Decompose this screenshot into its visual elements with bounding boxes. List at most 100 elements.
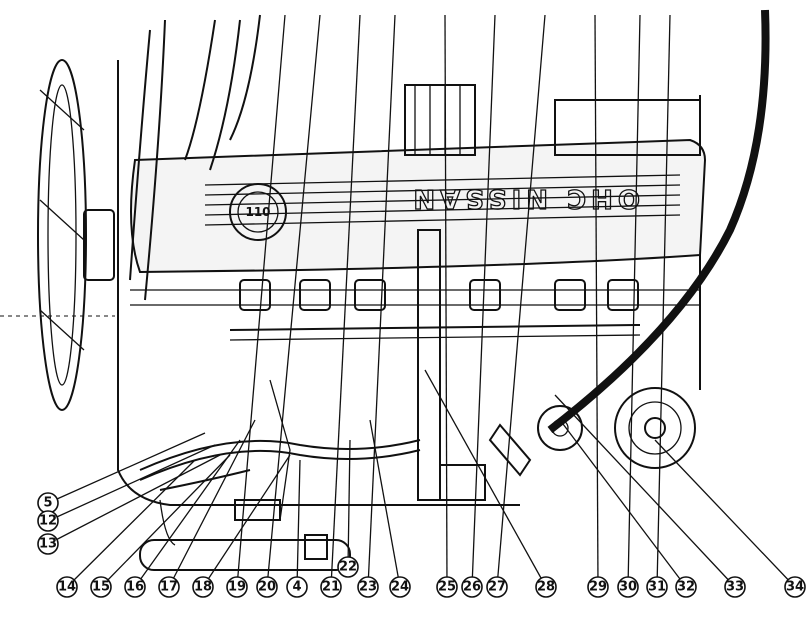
spark-plug-wires [129, 14, 261, 301]
leader-line-15 [100, 454, 231, 588]
callout-13: 13 [37, 533, 59, 555]
callout-number: 30 [619, 580, 637, 595]
callout-circle [724, 576, 746, 598]
callout-circle [124, 576, 146, 598]
callout-number: 17 [160, 580, 178, 595]
callout-number: 4 [292, 580, 301, 595]
oil-filler-cap: 110 [229, 183, 287, 241]
callout-number: 31 [648, 580, 666, 595]
leader-line-28 [424, 369, 547, 588]
leader-lines [47, 14, 796, 588]
leader-line-30 [627, 14, 641, 588]
air-pump [404, 84, 701, 156]
callout-circle [256, 576, 278, 598]
callout-28: 28 [535, 576, 557, 598]
callout-12: 12 [37, 510, 59, 532]
callout-circle [158, 576, 180, 598]
callout-20: 20 [256, 576, 278, 598]
callout-number: 15 [92, 580, 110, 595]
leader-line-4 [296, 459, 301, 588]
callout-circle [37, 533, 59, 555]
callout-number: 20 [258, 580, 276, 595]
fuel-injectors [229, 279, 641, 341]
leader-line-24 [369, 419, 401, 588]
callout-number: 16 [126, 580, 144, 595]
callout-34: 34 [784, 576, 806, 598]
callout-circle [56, 576, 78, 598]
cover-logo-text: OHC NISSAN [408, 183, 640, 213]
callout-circle [535, 576, 557, 598]
callout-number: 25 [438, 580, 456, 595]
callout-23: 23 [357, 576, 379, 598]
callout-29: 29 [587, 576, 609, 598]
callout-22: 22 [337, 556, 359, 578]
callout-number: 13 [39, 537, 57, 552]
engine-block [117, 60, 701, 571]
callout-21: 21 [320, 576, 342, 598]
callout-number: 12 [39, 514, 57, 529]
alternator-pulley [488, 387, 696, 477]
callout-circle [675, 576, 697, 598]
callout-circle [646, 576, 668, 598]
oil-cap-label: 110 [245, 205, 270, 219]
callout-circle [37, 510, 59, 532]
throttle-cable [547, 9, 770, 434]
callout-4: 4 [286, 576, 308, 598]
leader-line-22 [347, 439, 351, 568]
callout-31: 31 [646, 576, 668, 598]
leader-line-18 [202, 454, 291, 588]
callout-number: 33 [726, 580, 744, 595]
callout-16: 16 [124, 576, 146, 598]
lower-hoses [139, 439, 486, 560]
leader-line-23 [367, 14, 396, 588]
leader-line-34 [654, 439, 796, 588]
callout-number: 23 [359, 580, 377, 595]
leader-line-13 [47, 454, 221, 545]
callout-number: 19 [228, 580, 246, 595]
leader-line-32 [559, 419, 687, 588]
callout-circle [286, 576, 308, 598]
callout-number: 18 [194, 580, 212, 595]
callout-19: 19 [226, 576, 248, 598]
callout-32: 32 [675, 576, 697, 598]
leader-line-17 [168, 419, 256, 588]
callout-number: 34 [786, 580, 804, 595]
callout-number: 28 [537, 580, 555, 595]
callout-5: 5 [37, 492, 59, 514]
callout-number: 29 [589, 580, 607, 595]
callout-circle [784, 576, 806, 598]
leader-line-33 [554, 394, 736, 588]
callout-circle [320, 576, 342, 598]
callout-24: 24 [389, 576, 411, 598]
callout-number: 5 [43, 496, 52, 511]
leader-line-31 [656, 14, 671, 588]
callout-circle [90, 576, 112, 598]
vertical-pipe [417, 229, 441, 501]
leader-line-21 [330, 14, 361, 588]
leader-line-14 [66, 459, 196, 588]
cooling-fan [37, 59, 115, 411]
callout-number: 27 [488, 580, 506, 595]
callout-number: 24 [391, 580, 409, 595]
leader-line-26 [471, 14, 496, 588]
callout-circle [587, 576, 609, 598]
callout-circle [389, 576, 411, 598]
leader-line-19 [236, 14, 286, 588]
callout-26: 26 [461, 576, 483, 598]
callout-circle [617, 576, 639, 598]
callout-17: 17 [158, 576, 180, 598]
leader-line-25 [444, 14, 448, 588]
leader-line-20 [266, 14, 321, 588]
leader-line-27 [496, 14, 546, 588]
callout-number: 21 [322, 580, 340, 595]
callout-25: 25 [436, 576, 458, 598]
callout-circle [436, 576, 458, 598]
callout-number: 26 [463, 580, 481, 595]
leader-line-12 [47, 444, 216, 522]
callout-circle [337, 556, 359, 578]
callout-14: 14 [56, 576, 78, 598]
callout-circle [486, 576, 508, 598]
callout-15: 15 [90, 576, 112, 598]
callout-number: 14 [58, 580, 76, 595]
